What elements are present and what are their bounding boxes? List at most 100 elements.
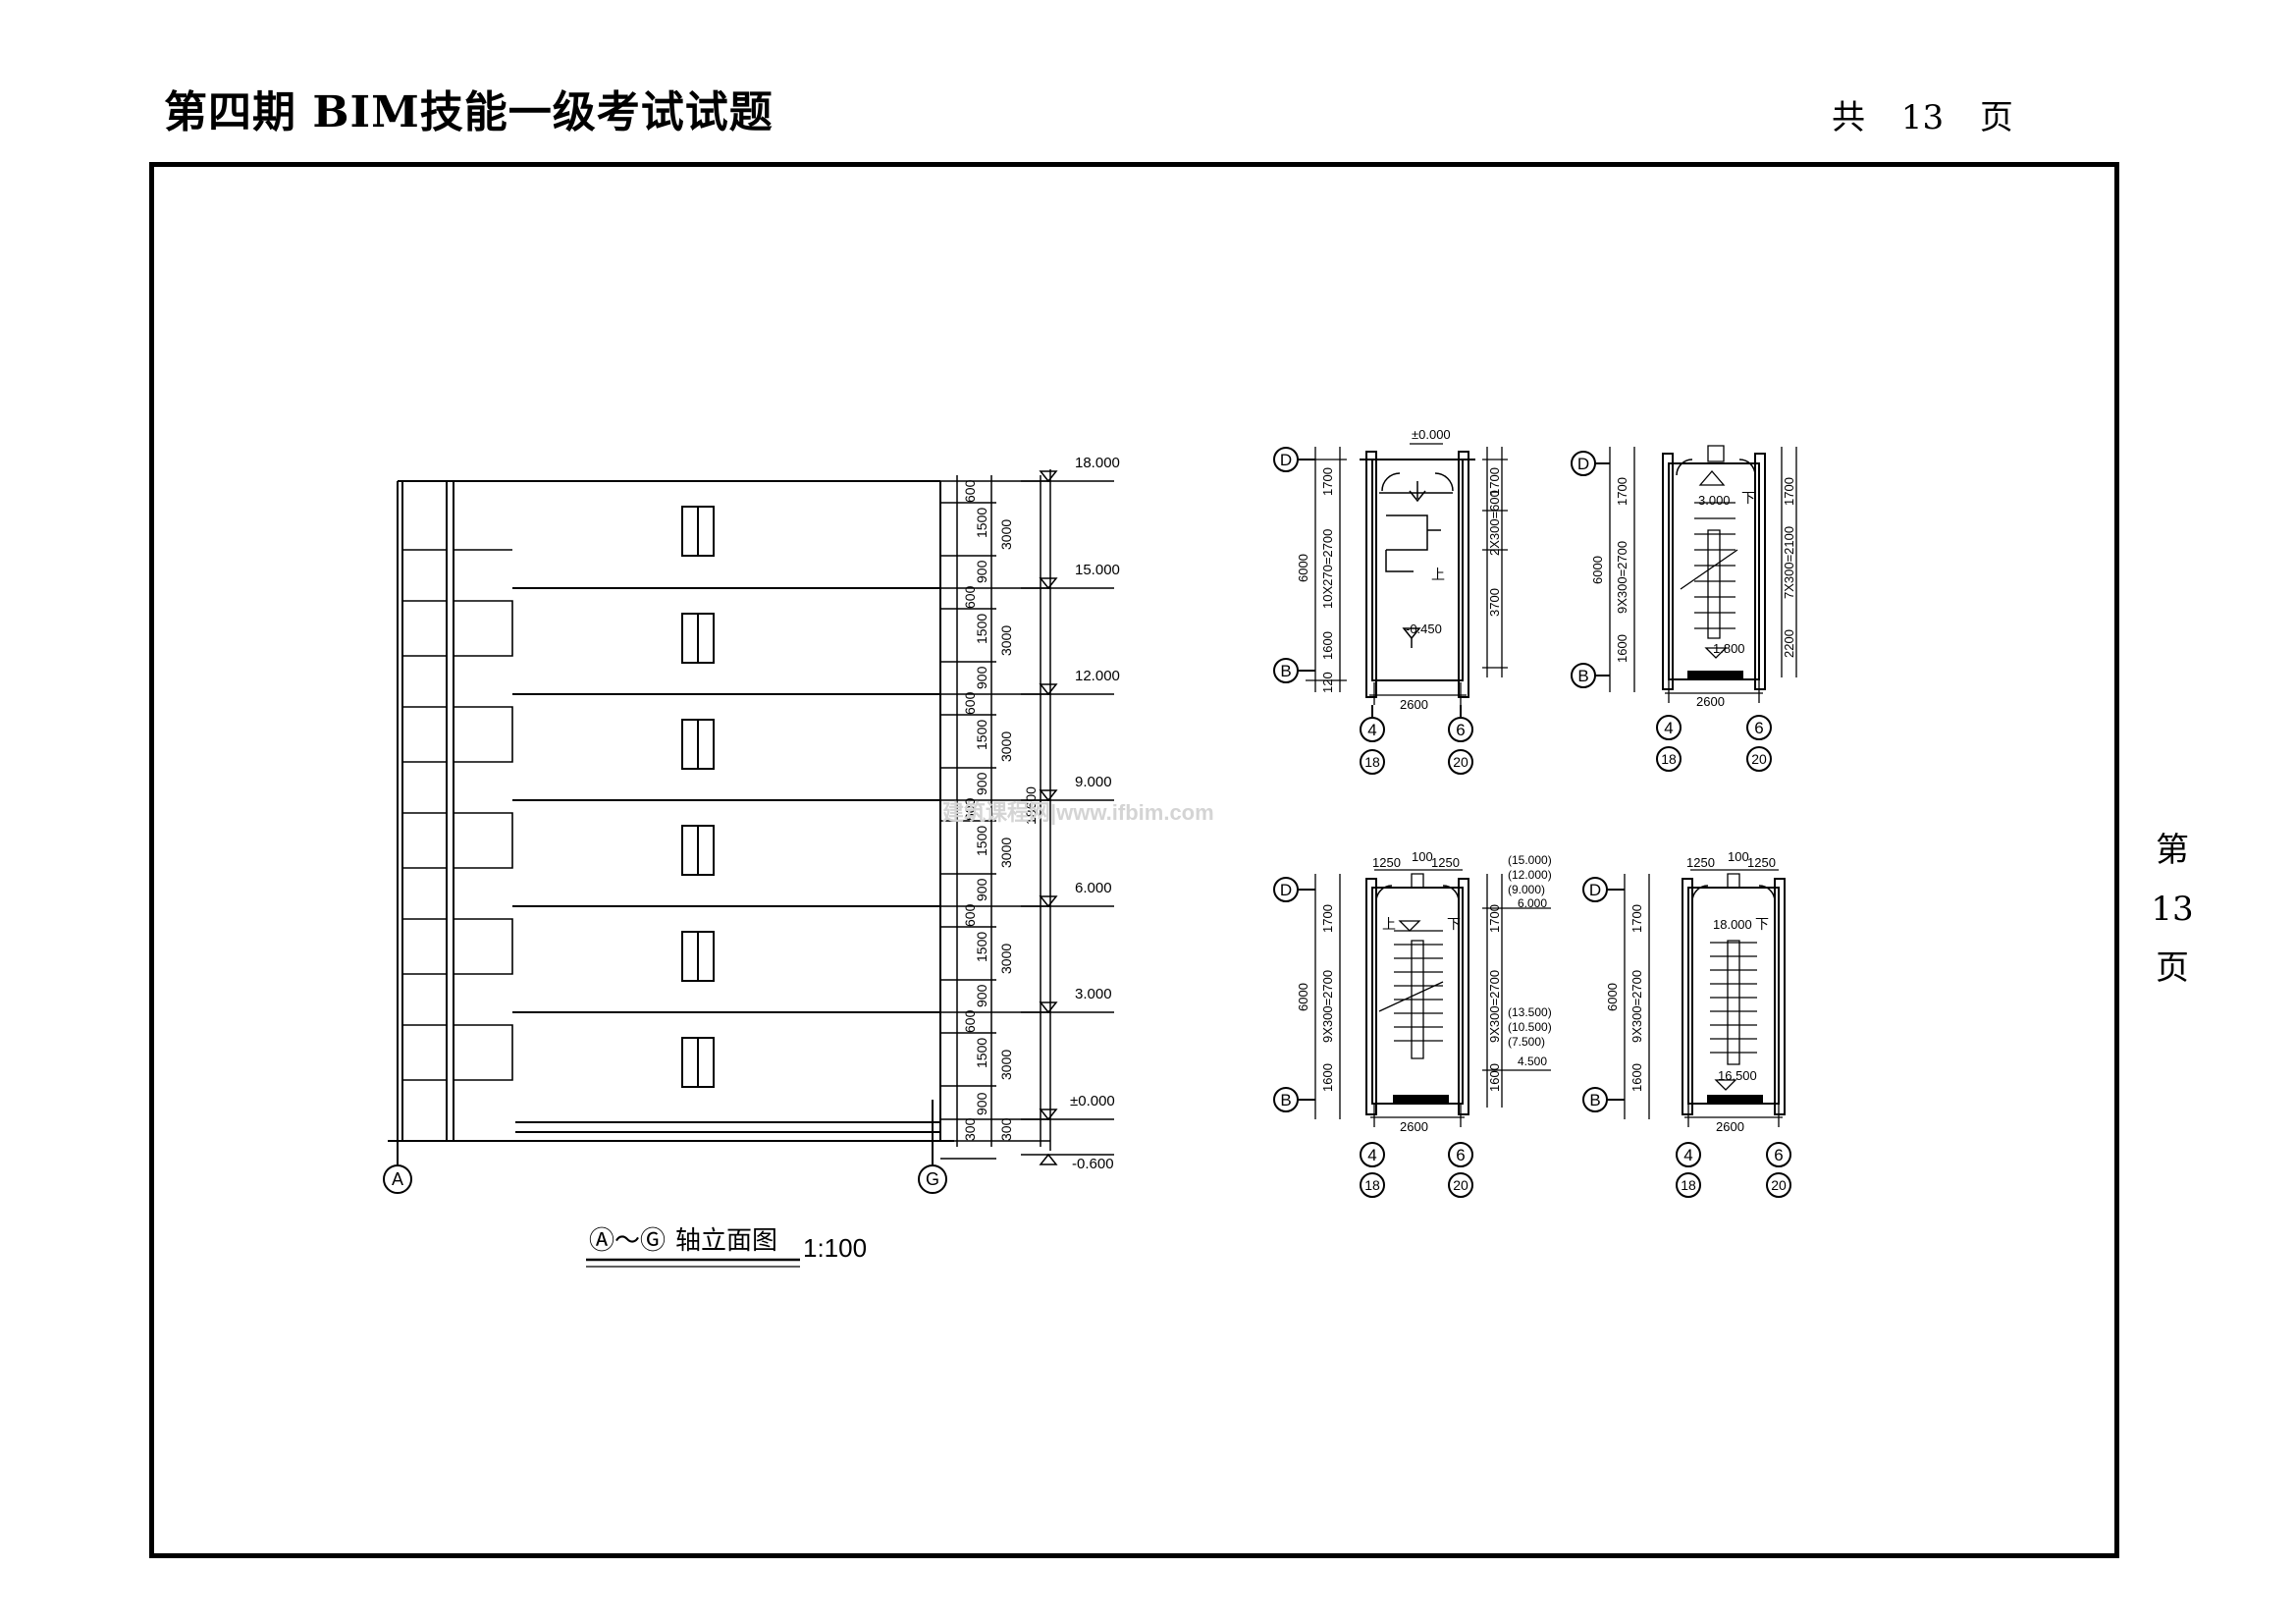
level-label: 15.000	[1075, 562, 1120, 578]
dim-label: 1500	[974, 826, 989, 856]
dim-label: 300	[998, 1117, 1014, 1141]
drawing-frame	[149, 162, 2119, 1558]
plan1-dim: 3700	[1487, 588, 1502, 617]
dim-label: 3000	[998, 838, 1014, 868]
caption-axes: Ⓐ～Ⓖ	[589, 1225, 666, 1255]
plan1-axis-b: B	[1280, 662, 1291, 680]
plan2-col: 6	[1754, 719, 1763, 737]
plan3-dim: 1600	[1320, 1063, 1335, 1092]
dim-label: 900	[974, 772, 989, 795]
plan4-dim: 9X300=2700	[1629, 970, 1644, 1043]
plan3-axis-b: B	[1280, 1091, 1291, 1109]
dim-label: 600	[962, 479, 978, 503]
plan1-dim: 2X300=600	[1487, 490, 1502, 556]
level-label: 12.000	[1075, 668, 1120, 684]
plan2-col: 4	[1664, 719, 1673, 737]
dim-label: 1500	[974, 1038, 989, 1068]
plan3-dim: 1700	[1320, 904, 1335, 933]
plan4-down: 下	[1755, 916, 1769, 932]
plan3-width: 2600	[1400, 1119, 1428, 1134]
plan3-dim-top: 1250	[1431, 855, 1460, 870]
plan3-dim: 9X300=2700	[1320, 970, 1335, 1043]
dim-label: 1500	[974, 614, 989, 644]
plan3-level: (9.000)	[1508, 883, 1545, 896]
plan3-dim-top: 1250	[1372, 855, 1401, 870]
plan2-level-top: 3.000	[1698, 493, 1731, 508]
dim-label: 1500	[974, 932, 989, 962]
dim-label: 900	[974, 984, 989, 1007]
stair-plan-3	[1273, 869, 1551, 1198]
plan1-axis-d: D	[1280, 451, 1292, 469]
level-label: 3.000	[1075, 986, 1112, 1002]
side-label-line1: 第	[2156, 831, 2189, 870]
dim-label: 600	[962, 1009, 978, 1033]
plan3-col: 18	[1364, 1177, 1380, 1193]
plan1-col: 18	[1364, 754, 1380, 770]
dim-label: 3000	[998, 1050, 1014, 1080]
caption-title: 轴立面图	[675, 1225, 777, 1255]
plan3-dim: 9X300=2700	[1487, 970, 1502, 1043]
plan1-dim: 1600	[1320, 631, 1335, 660]
dim-label: 600	[962, 691, 978, 715]
level-label: ±0.000	[1070, 1093, 1115, 1109]
dim-label: 1500	[974, 720, 989, 750]
plan2-dim: 9X300=2700	[1615, 541, 1629, 614]
dim-label: 3000	[998, 625, 1014, 656]
plan4-dim: 1700	[1629, 904, 1644, 933]
plan3-dim-total: 6000	[1296, 983, 1310, 1011]
plan3-level: (10.500)	[1508, 1020, 1552, 1034]
dim-label: 600	[962, 903, 978, 927]
plan2-down: 下	[1741, 490, 1755, 506]
dim-label: 1500	[974, 508, 989, 538]
plan3-level: 4.500	[1518, 1055, 1547, 1068]
plan2-axis-d: D	[1577, 455, 1589, 473]
watermark: 建筑课程网|www.ifbim.com	[942, 800, 1214, 825]
plan3-dim-top: 100	[1412, 849, 1433, 864]
axis-label-g: G	[926, 1169, 939, 1189]
plan1-dim: 10X270=2700	[1320, 529, 1335, 609]
plan4-col: 4	[1683, 1146, 1692, 1164]
elevation-drawing	[383, 469, 1114, 1194]
plan1-width: 2600	[1400, 697, 1428, 712]
level-label: 9.000	[1075, 774, 1112, 790]
plan3-col: 4	[1367, 1146, 1376, 1164]
dim-label: 900	[974, 666, 989, 689]
side-label-line3: 页	[2156, 948, 2189, 988]
dim-label: 300	[962, 1117, 978, 1141]
plan3-dim: 1600	[1487, 1063, 1502, 1092]
plan3-level: (13.500)	[1508, 1005, 1552, 1019]
plan3-up: 上	[1382, 916, 1396, 932]
plan2-width: 2600	[1696, 694, 1725, 709]
plan1-dim-total: 6000	[1296, 554, 1310, 582]
plan3-down: 下	[1447, 916, 1461, 932]
plan3-level: (12.000)	[1508, 868, 1552, 882]
plan4-dim: 1600	[1629, 1063, 1644, 1092]
plan2-dim: 1700	[1615, 477, 1629, 506]
plan2-dim: 2200	[1782, 629, 1796, 658]
dim-label: 900	[974, 1092, 989, 1115]
plan2-dim: 1700	[1782, 477, 1796, 506]
plan4-dim-top: 1250	[1686, 855, 1715, 870]
plan2-col: 20	[1751, 751, 1767, 767]
plan1-col: 4	[1367, 721, 1376, 739]
plan3-level: 6.000	[1518, 896, 1547, 910]
dim-label: 900	[974, 878, 989, 901]
plan4-width: 2600	[1716, 1119, 1744, 1134]
caption-scale: 1:100	[803, 1233, 867, 1263]
plan2-dim: 1600	[1615, 634, 1629, 663]
plan4-col: 20	[1771, 1177, 1787, 1193]
plan4-dim-total: 6000	[1605, 983, 1620, 1011]
plan4-level-low: 16.500	[1718, 1068, 1757, 1083]
plan3-level: (7.500)	[1508, 1035, 1545, 1049]
plan3-level: (15.000)	[1508, 853, 1552, 867]
dim-label: 3000	[998, 519, 1014, 550]
plan2-axis-b: B	[1577, 667, 1588, 685]
plan2-dim-total: 6000	[1590, 556, 1605, 584]
plan1-level-low: -0.450	[1406, 622, 1442, 636]
stair-plan-1	[1273, 443, 1508, 775]
plan3-dim: 1700	[1487, 904, 1502, 933]
page-title: 第四期 BIM技能一级考试试题	[164, 87, 774, 137]
plan4-col: 18	[1681, 1177, 1696, 1193]
stair-plan-4	[1582, 869, 1791, 1198]
